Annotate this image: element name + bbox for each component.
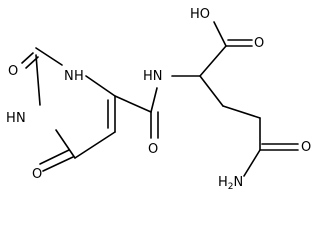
atom-nh-amide: HN (143, 69, 163, 84)
bond-c5-c6 (74, 131, 116, 159)
nh2-subscript: 2 (228, 182, 234, 192)
bond-cdelta-nh2 (243, 149, 261, 177)
bond-cacid-oh (213, 21, 227, 47)
atom-h-ring-upper: H (74, 69, 84, 84)
bond-c6-n1 (55, 129, 76, 159)
atom-h-ring-lower: H (6, 111, 16, 126)
bond-c2-o-b (25, 56, 39, 69)
nh2-n-part: N (234, 175, 244, 190)
chemical-structure-diagram: O N H H N O HN O HO O O H2N (6, 7, 311, 192)
bond-n1-c2 (35, 54, 41, 106)
bonds (21, 21, 299, 177)
bond-c4-camide (114, 95, 152, 113)
bond-c2-n3 (35, 47, 63, 66)
atom-o-terminal: O (301, 140, 311, 155)
atom-o-acid: O (254, 36, 264, 51)
atom-labels: O N H H N O HN O HO O O H2N (6, 7, 311, 192)
bond-c6-o-a (42, 156, 74, 172)
atom-nh2-terminal: H2N (218, 175, 243, 192)
atom-o-amide: O (148, 142, 158, 157)
atom-oh-acid: HO (190, 7, 210, 22)
bond-calpha-cbeta (199, 75, 224, 107)
atom-n-ring-lower: N (16, 111, 26, 126)
bond-camide-nh (150, 87, 158, 113)
bond-c2-o-a (21, 52, 34, 64)
molecule-svg: O N H H N O HN O HO O O H2N (6, 7, 311, 192)
atom-o-bottom-left: O (32, 167, 42, 182)
nh2-h-part: H (218, 175, 228, 190)
atom-o-top-left: O (8, 64, 18, 79)
bond-n3-c4 (85, 75, 116, 97)
bond-c6-o-b (39, 149, 70, 165)
atom-n-ring-upper: N (64, 69, 74, 84)
bond-calpha-cacid (199, 45, 227, 77)
bond-cbeta-cgamma (222, 105, 261, 119)
